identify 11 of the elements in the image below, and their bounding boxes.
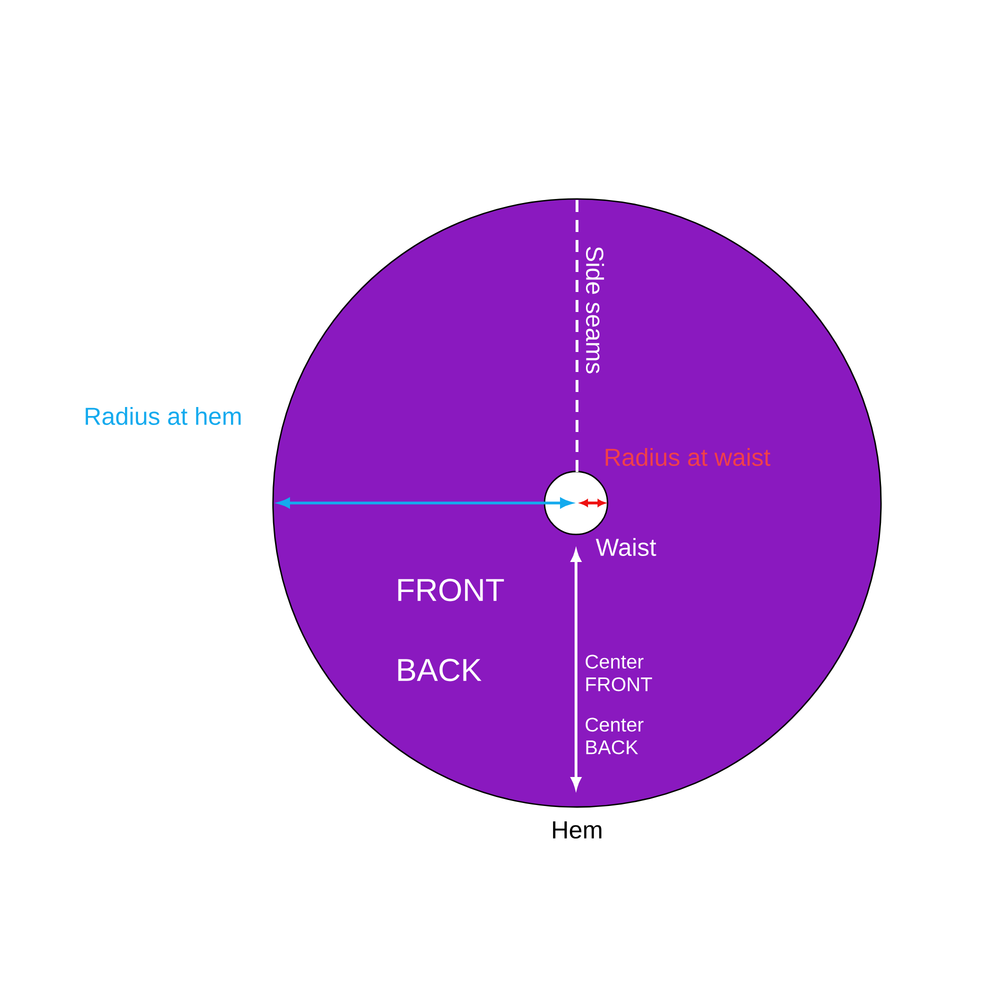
text-label: BACK	[398, 658, 482, 682]
waist-circle	[544, 470, 608, 536]
text-label: Side seams	[586, 246, 604, 374]
skirt-circle	[272, 198, 882, 808]
text-label: FRONT	[398, 578, 504, 602]
text-label: Radius at waist	[606, 448, 770, 466]
beside-label: Hem	[553, 821, 602, 839]
text-label: Center BACK	[586, 718, 644, 754]
text-label: Center FRONT	[586, 654, 652, 692]
text-label: Radius at hem	[86, 406, 241, 425]
beside-label: Waist	[596, 538, 656, 556]
